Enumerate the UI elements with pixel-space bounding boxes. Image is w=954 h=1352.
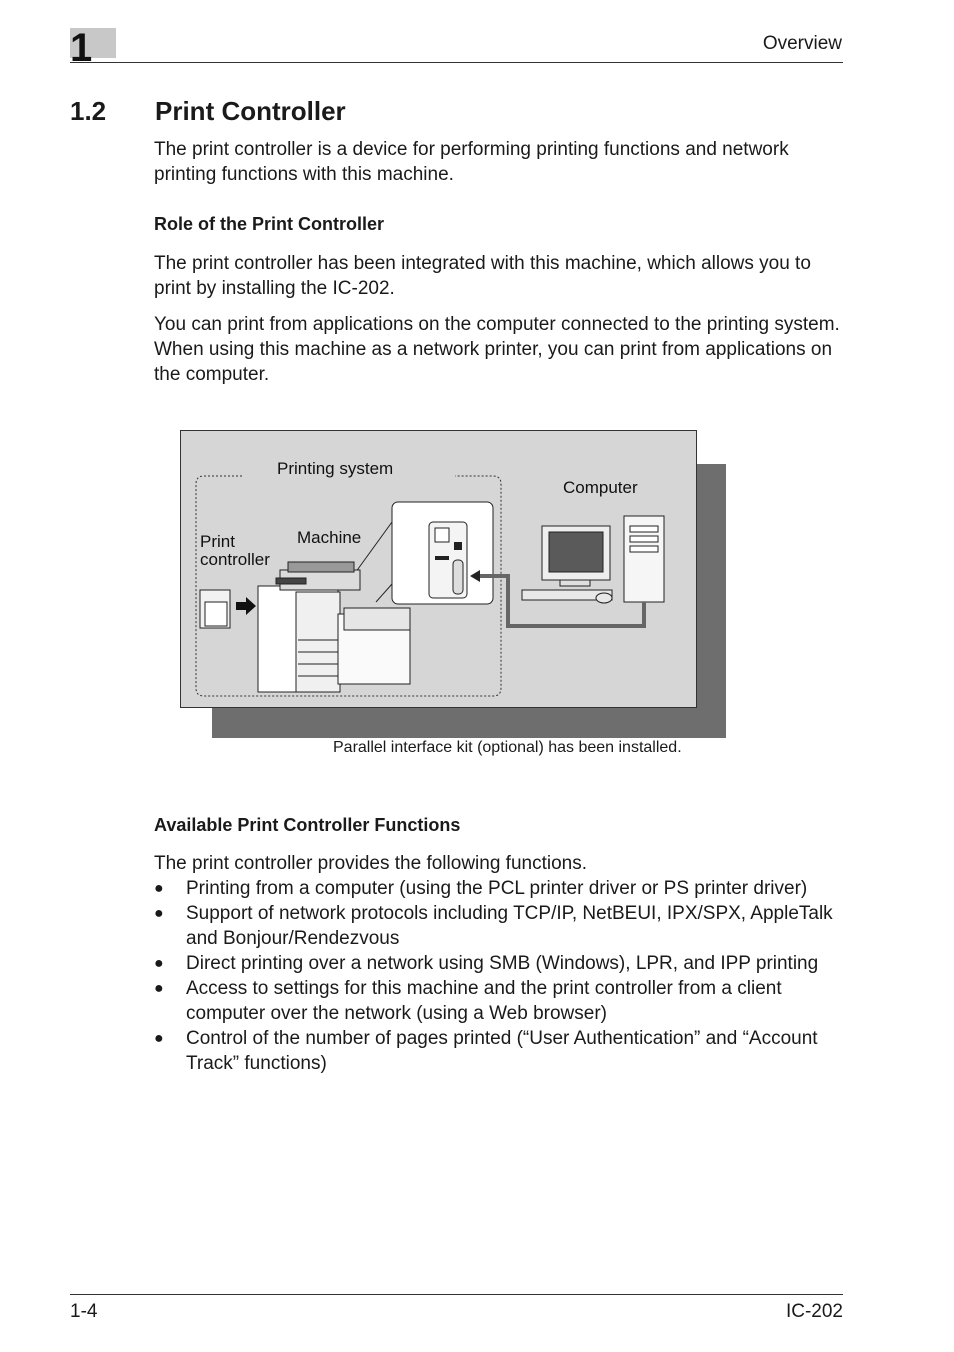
functions-list: ● Printing from a computer (using the PCL… (154, 876, 849, 1076)
bullet-icon: ● (154, 980, 164, 997)
cable-arrow-icon (470, 570, 480, 582)
chapter-number: 1 (70, 26, 93, 70)
list-item: ● Direct printing over a network using SM… (154, 951, 849, 976)
list-item-text: Direct printing over a network using SMB… (186, 953, 819, 974)
label-print: Print (200, 532, 235, 551)
role-heading: Role of the Print Controller (154, 214, 385, 234)
system-diagram: Printing system Computer Machine Print c… (180, 430, 726, 740)
section-title: Print Controller (155, 96, 346, 126)
list-item-text: Printing from a computer (using the PCL … (186, 878, 808, 899)
footer-model-name: IC-202 (785, 1301, 843, 1322)
bullet-icon: ● (154, 955, 164, 972)
role-paragraph-2: You can print from applications on the c… (154, 314, 840, 385)
chapter-tab (70, 28, 116, 58)
bullet-icon: ● (154, 880, 164, 897)
section-number: 1.2 (70, 96, 107, 126)
bullet-icon: ● (154, 905, 164, 922)
figure-caption: Parallel interface kit (optional) has be… (333, 739, 682, 756)
bullet-icon: ● (154, 1030, 164, 1047)
role-paragraph-1: The print controller has been integrated… (154, 253, 811, 299)
list-item-text: Access to settings for this machine and … (186, 978, 782, 1024)
functions-heading: Available Print Controller Functions (154, 815, 461, 835)
label-controller: controller (200, 550, 270, 569)
intro-paragraph: The print controller is a device for per… (154, 139, 789, 185)
parallel-cable (480, 574, 646, 628)
printing-system-boundary (195, 475, 502, 697)
list-item-text: Control of the number of pages printed (… (186, 1028, 818, 1074)
page-number: 1-4 (70, 1301, 98, 1322)
list-item: ● Control of the number of pages printed … (154, 1026, 849, 1076)
machine-illustration (257, 561, 411, 693)
diagram-illustration (195, 475, 665, 697)
header-divider (70, 62, 843, 63)
list-item: ● Access to settings for this machine and… (154, 976, 849, 1026)
footer-divider (70, 1294, 843, 1295)
print-controller-icon (199, 589, 256, 629)
functions-intro: The print controller provides the follow… (154, 853, 588, 874)
label-computer: Computer (563, 478, 638, 497)
list-item: ● Printing from a computer (using the PCL… (154, 876, 849, 901)
running-header-title: Overview (762, 33, 842, 54)
label-machine: Machine (297, 528, 362, 547)
label-printing-system: Printing system (277, 459, 394, 478)
interface-panel-enlarged (349, 501, 494, 605)
list-item: ● Support of network protocols including … (154, 901, 849, 951)
computer-illustration (521, 515, 665, 604)
list-item-text: Support of network protocols including T… (186, 903, 833, 949)
